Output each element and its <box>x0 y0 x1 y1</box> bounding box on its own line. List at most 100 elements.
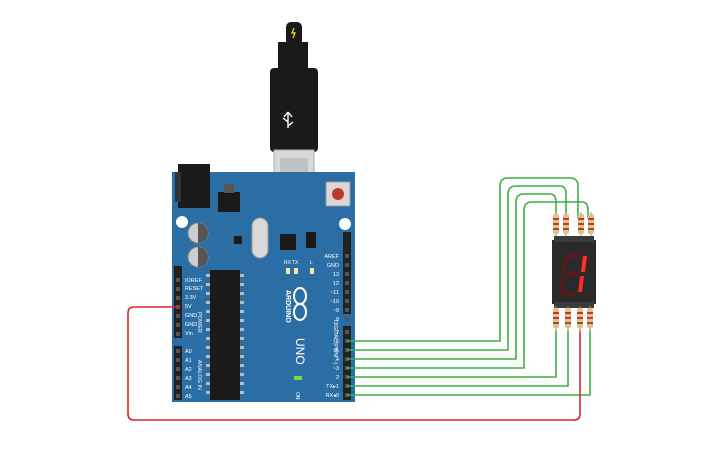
power-pin-labels: IOREF RESET 3.3V 5V GND GND Vin <box>185 278 204 337</box>
header-pin-socket[interactable] <box>176 278 180 282</box>
pin-label: GND <box>185 313 197 319</box>
arduino-uno-board[interactable]: RX TX L ARDUINO UNO DIGITAL (PWM ~) POWE… <box>172 164 355 402</box>
analog-group-label: ANALOG IN <box>196 360 202 390</box>
pin-label: ~5 <box>333 348 339 354</box>
pin-label: Vin <box>185 331 193 337</box>
pin-label: RESET <box>185 286 204 292</box>
segment-f <box>562 256 568 272</box>
tx-label: TX <box>292 260 299 266</box>
pin-label: 5V <box>185 304 192 310</box>
pin-label: A4 <box>185 385 192 391</box>
header-pin-socket[interactable] <box>176 358 180 362</box>
wire-pin2[interactable] <box>347 330 557 378</box>
model-label: UNO <box>293 338 307 365</box>
pin-label: A0 <box>185 349 192 355</box>
on-label: ON <box>294 392 300 400</box>
pin-label: A3 <box>185 376 192 382</box>
pin-label: 2 <box>336 375 339 381</box>
analog-header <box>174 346 182 400</box>
pin-label: IOREF <box>185 278 202 284</box>
header-pin-socket[interactable] <box>176 376 180 380</box>
header-pin-socket[interactable] <box>345 317 349 321</box>
header-pin-socket[interactable] <box>176 332 180 336</box>
usb-cable[interactable] <box>270 22 318 199</box>
pin-label: 7 <box>336 330 339 336</box>
segment-a <box>566 254 582 258</box>
power-header <box>174 266 182 338</box>
segment-d <box>560 292 578 296</box>
digital-bottom-pin-labels: 7 ~6 ~5 4 ~3 2 TX▸1 RX◂0 <box>326 330 339 399</box>
l-label: L <box>310 260 313 266</box>
pin-label: ~10 <box>330 299 339 305</box>
resistor[interactable] <box>565 306 571 332</box>
header-pin-socket[interactable] <box>176 314 180 318</box>
header-pin-socket[interactable] <box>176 385 180 389</box>
red-wire-5v[interactable] <box>127 306 581 421</box>
resistor[interactable] <box>578 212 584 240</box>
header-pin-socket[interactable] <box>176 394 180 398</box>
segment-c <box>578 276 584 292</box>
wire-pin5[interactable] <box>347 185 567 351</box>
segment-e <box>559 276 565 292</box>
resistor[interactable] <box>587 306 593 332</box>
header-pin-socket[interactable] <box>345 290 349 294</box>
header-pin-socket[interactable] <box>345 281 349 285</box>
pin-label: A1 <box>185 358 192 364</box>
wire-pin3[interactable] <box>347 201 589 369</box>
digital-header-bottom <box>343 326 351 400</box>
header-pin-socket[interactable] <box>345 254 349 258</box>
usb-chip <box>280 234 296 250</box>
crystal <box>251 217 269 259</box>
resistor[interactable] <box>553 212 559 240</box>
header-pin-socket[interactable] <box>345 272 349 276</box>
pin-label: ~11 <box>330 290 339 296</box>
header-pin-socket[interactable] <box>176 296 180 300</box>
header-pin-socket[interactable] <box>176 287 180 291</box>
pin-label: TX▸1 <box>326 384 339 390</box>
arduino-logo: ARDUINO <box>284 287 307 323</box>
digital-group-label: DIGITAL (PWM ~) <box>332 320 338 364</box>
pin-label: RX◂0 <box>326 393 339 399</box>
dc-jack <box>178 164 210 208</box>
pin-label: A5 <box>185 394 192 400</box>
pin-label: A2 <box>185 367 192 373</box>
header-pin-socket[interactable] <box>176 323 180 327</box>
pin-label: 13 <box>333 272 339 278</box>
header-pin-socket[interactable] <box>345 263 349 267</box>
header-pin-socket[interactable] <box>345 330 349 334</box>
resistor[interactable] <box>563 212 569 240</box>
segment-b <box>581 256 587 272</box>
voltage-regulator <box>218 192 240 212</box>
seven-segment-display[interactable] <box>552 236 596 308</box>
pin-label: ~9 <box>333 308 339 314</box>
segment-g <box>564 272 580 276</box>
power-group-label: POWER <box>196 312 202 333</box>
header-pin-socket[interactable] <box>345 308 349 312</box>
resistor[interactable] <box>577 306 583 332</box>
segment-dp <box>586 293 590 297</box>
pin-label: AREF <box>324 254 339 260</box>
wire-pin4[interactable] <box>347 193 557 360</box>
pin-label: 4 <box>336 357 339 363</box>
resistor[interactable] <box>553 306 559 332</box>
wire-pin6[interactable] <box>347 177 579 342</box>
resistor[interactable] <box>588 212 594 240</box>
green-wires <box>347 177 591 396</box>
header-pin-socket[interactable] <box>345 299 349 303</box>
digital-top-pin-labels: AREF GND 13 12 ~11 ~10 ~9 8 <box>324 254 339 323</box>
header-pin-socket[interactable] <box>176 349 180 353</box>
icsp-header <box>306 232 316 248</box>
resistors-top <box>553 212 594 240</box>
segments <box>559 254 590 297</box>
header-pin-socket[interactable] <box>176 367 180 371</box>
atmega-chip <box>210 270 240 400</box>
wire-pin0[interactable] <box>347 330 591 396</box>
pin-label: ~6 <box>333 339 339 345</box>
wire-pin1[interactable] <box>347 330 569 387</box>
pin-label: 8 <box>336 317 339 323</box>
reset-button[interactable] <box>325 181 351 207</box>
resistors-bottom <box>553 306 593 332</box>
pin-label: GND <box>327 263 339 269</box>
pin-label: GND <box>185 322 197 328</box>
